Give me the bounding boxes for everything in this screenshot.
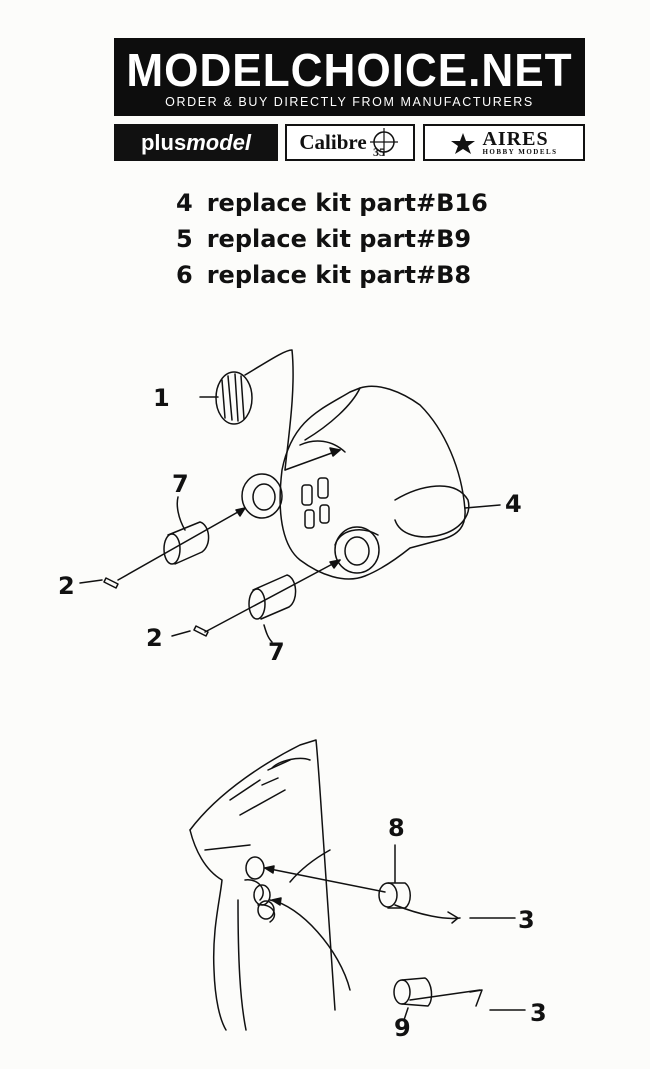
brand-title: MODELCHOICE.NET (126, 44, 573, 96)
instruction-item: 4 replace kit part#B16 (176, 185, 488, 221)
callout-2: 2 (146, 624, 163, 652)
calibre-scale-text: 35 (373, 145, 385, 158)
part-8-plug (264, 844, 516, 924)
leader-line (171, 630, 191, 637)
replacement-instructions: 4 replace kit part#B16 5 replace kit part#… (176, 185, 488, 293)
instruction-text: replace kit part#B8 (206, 261, 472, 289)
callout-9: 9 (394, 1014, 411, 1042)
callout-7: 7 (268, 638, 285, 666)
callout-3: 3 (530, 999, 547, 1027)
part-1-grille (199, 349, 341, 471)
part-7-lower-sleeve (193, 559, 341, 643)
crosshair-icon: 35 (369, 127, 398, 158)
modelchoice-banner: MODELCHOICE.NET ORDER & BUY DIRECTLY FRO… (114, 38, 585, 116)
part-7-upper-sleeve (103, 496, 246, 589)
instruction-item: 6 replace kit part#B8 (176, 257, 488, 293)
part-4-housing (241, 385, 501, 580)
instruction-item: 5 replace kit part#B9 (176, 221, 488, 257)
instruction-text: replace kit part#B16 (206, 189, 488, 217)
instruction-text: replace kit part#B9 (206, 225, 472, 253)
bottom-assembly-diagram (189, 739, 526, 1031)
plusmodel-logo-text-b: model (186, 129, 252, 155)
instruction-number: 4 (176, 189, 193, 217)
aires-logo-text: AIRES (482, 128, 549, 150)
callout-1: 1 (153, 384, 170, 412)
calibre-logo-text: Calibre (299, 130, 367, 154)
callout-8: 8 (388, 814, 405, 842)
brand-tagline: ORDER & BUY DIRECTLY FROM MANUFACTURERS (165, 95, 534, 109)
calibre-logo: Calibre 35 (285, 124, 415, 161)
callout-2: 2 (58, 572, 75, 600)
aires-logo-subtitle: HOBBY MODELS (482, 148, 558, 156)
part-9-plug (269, 897, 526, 1021)
instruction-number: 6 (176, 261, 193, 289)
aires-logo: AIRES HOBBY MODELS (423, 124, 585, 161)
callout-4: 4 (505, 490, 522, 518)
plusmodel-logo-text-a: plus (140, 129, 187, 155)
callout-7: 7 (172, 470, 189, 498)
instruction-number: 5 (176, 225, 193, 253)
callout-3: 3 (518, 906, 535, 934)
leader-line (79, 579, 103, 584)
stars-icon (451, 132, 476, 154)
top-assembly-diagram (79, 349, 501, 643)
